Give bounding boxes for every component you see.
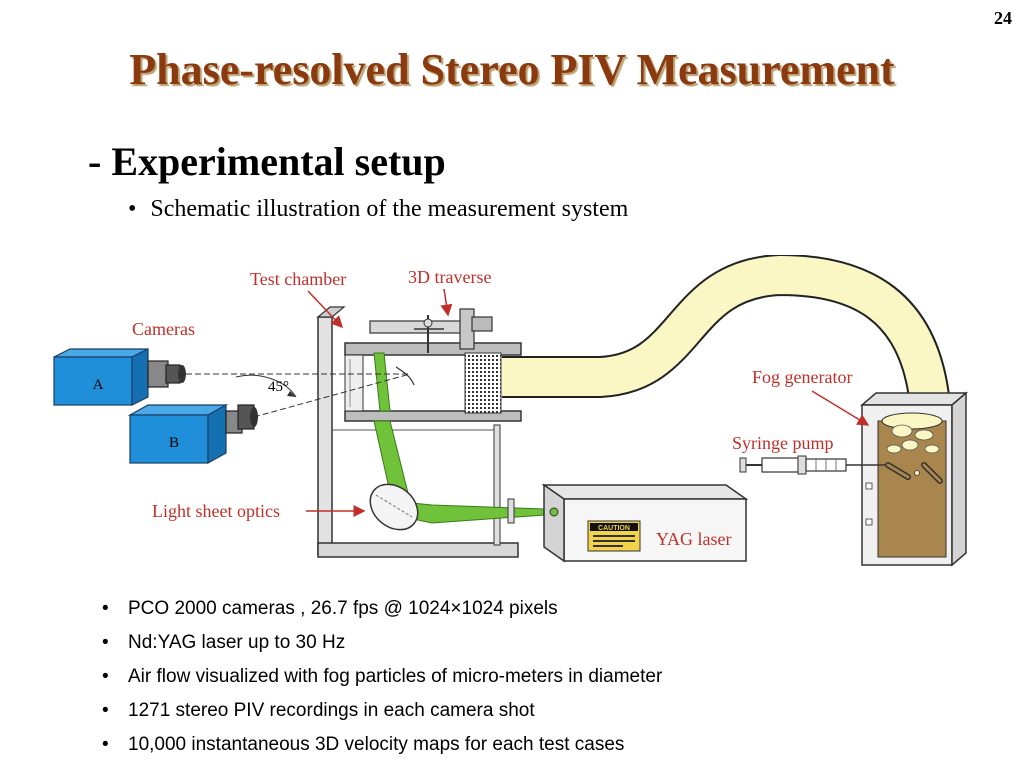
- bullet-dot: •: [102, 666, 109, 687]
- page-number: 24: [994, 8, 1012, 28]
- list-item-text: Nd:YAG laser up to 30 Hz: [128, 632, 346, 653]
- list-item: • Air flow visualized with fog particles …: [102, 664, 662, 698]
- measurement-system-diagram: CAUTION YAG laser: [53, 255, 969, 567]
- bullet-dot: •: [102, 598, 109, 619]
- caution-label: CAUTION: [598, 525, 630, 532]
- air-tube: [502, 255, 951, 411]
- list-item-text: 1271 stereo PIV recordings in each camer…: [128, 700, 535, 721]
- traverse-label: 3D traverse: [408, 267, 491, 287]
- fog-generator: [859, 391, 969, 567]
- bullet-dot: •: [102, 734, 109, 755]
- sub-bullet: • Schematic illustration of the measureme…: [128, 196, 628, 223]
- syringe-pump-label: Syringe pump: [732, 433, 834, 453]
- cameras-label: Cameras: [132, 319, 195, 339]
- list-item: • 10,000 instantaneous 3D velocity maps f…: [102, 732, 662, 766]
- light-sheet-optics-label: Light sheet optics: [152, 501, 280, 521]
- syringe-pump: [739, 455, 886, 475]
- list-item-text: 10,000 instantaneous 3D velocity maps fo…: [128, 734, 625, 755]
- slide-subtitle: - Experimental setup: [88, 139, 446, 184]
- list-item-text: Air flow visualized with fog particles o…: [128, 666, 663, 687]
- fog-generator-label: Fog generator: [752, 367, 852, 387]
- camera-b: B: [127, 403, 258, 465]
- sub-bullet-text: Schematic illustration of the measuremen…: [150, 196, 629, 222]
- test-chamber: [316, 306, 522, 558]
- list-item: • 1271 stereo PIV recordings in each came…: [102, 698, 662, 732]
- yag-laser: CAUTION YAG laser: [541, 483, 749, 563]
- bullet-dot: •: [102, 632, 109, 653]
- camera-a: A: [53, 348, 186, 406]
- yag-laser-label: YAG laser: [656, 529, 731, 549]
- test-chamber-label: Test chamber: [250, 269, 346, 289]
- list-item: • PCO 2000 cameras , 26.7 fps @ 1024×1024…: [102, 596, 662, 630]
- annotations: Test chamber 3D traverse Cameras Fog gen…: [132, 267, 870, 521]
- slide-title: Phase-resolved Stereo PIV Measurement: [129, 45, 895, 94]
- list-item-text: PCO 2000 cameras , 26.7 fps @ 1024×1024 …: [128, 598, 558, 619]
- bullet-dot: •: [102, 700, 109, 721]
- bullet-dot: •: [128, 196, 137, 222]
- angle-label: 45°: [268, 379, 289, 395]
- light-sheet-optics: [369, 483, 515, 531]
- camera-b-label: B: [169, 435, 179, 451]
- angle-indicator: 45°: [186, 373, 411, 418]
- list-item: • Nd:YAG laser up to 30 Hz: [102, 630, 662, 664]
- camera-a-label: A: [93, 377, 104, 393]
- feature-list: • PCO 2000 cameras , 26.7 fps @ 1024×1024…: [102, 596, 662, 766]
